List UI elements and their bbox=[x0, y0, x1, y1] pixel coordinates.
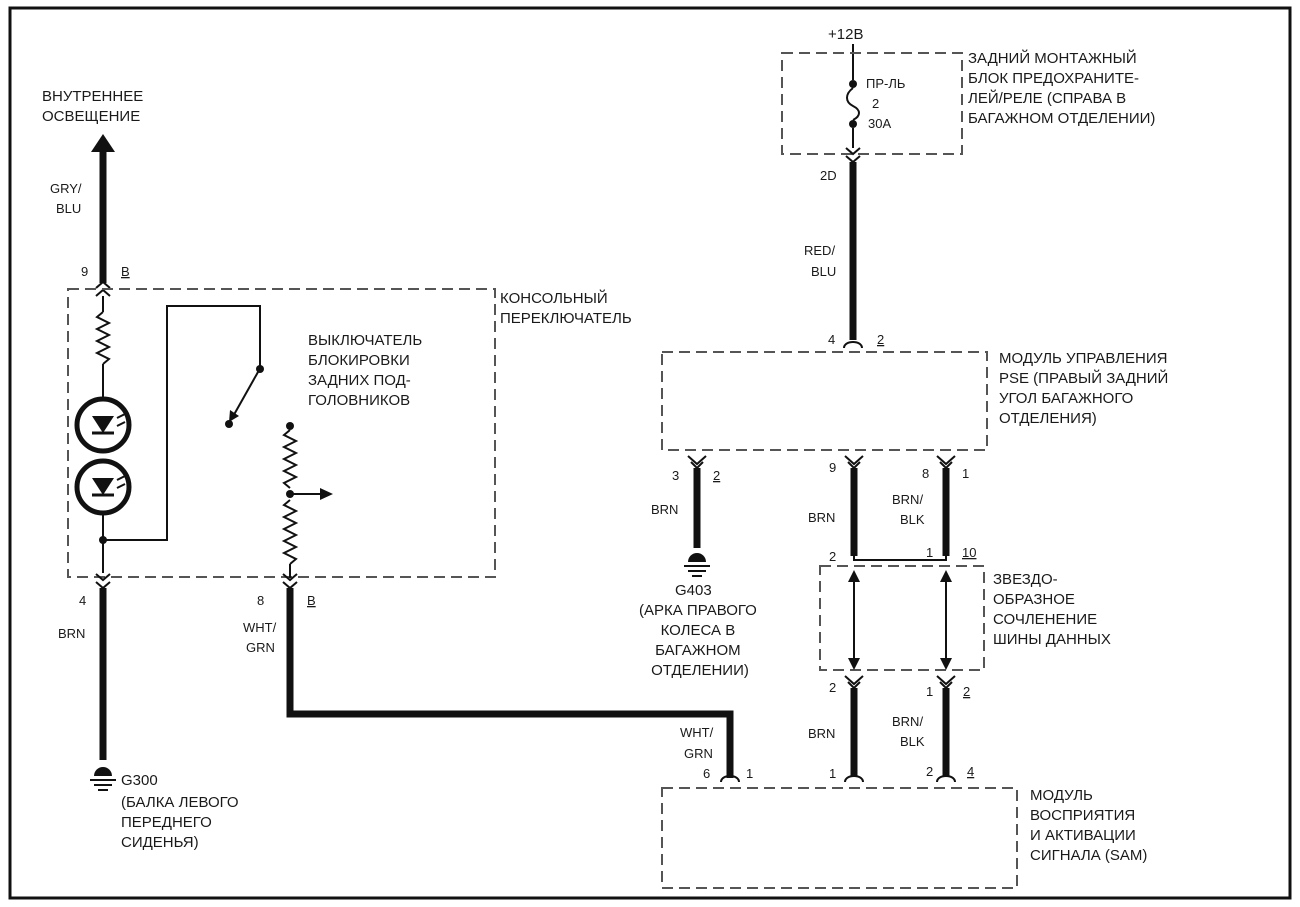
star-pin-2-top: 2 bbox=[829, 549, 836, 564]
fuse-label: ПР-ЛЬ 2 30А bbox=[866, 76, 909, 131]
pse-connector-top bbox=[843, 341, 863, 349]
console-switch-box bbox=[67, 288, 496, 578]
led-icon-2 bbox=[74, 458, 132, 516]
interior-lighting-arrow bbox=[91, 134, 115, 152]
pse-connector-3 bbox=[687, 455, 707, 470]
pse-pin-8: 8 bbox=[922, 466, 929, 481]
pse-module-title: МОДУЛЬ УПРАВЛЕНИЯ PSE (ПРАВЫЙ ЗАДНИЙ УГО… bbox=[999, 350, 1173, 427]
sam-connector-6 bbox=[720, 775, 740, 783]
sam-conn-1: 1 bbox=[746, 766, 753, 781]
pse-conn-2: 2 bbox=[877, 332, 884, 347]
ground-g300-desc: (БАЛКА ЛЕВОГО ПЕРЕДНЕГО СИДЕНЬЯ) bbox=[121, 794, 243, 851]
resistor-symbol-left bbox=[94, 311, 112, 365]
switch-lever-arrow bbox=[229, 410, 239, 422]
pin-8-left: 8 bbox=[257, 593, 264, 608]
fuse-icon bbox=[846, 87, 860, 121]
wire-wht-grn-right-label: WHT/ GRN bbox=[680, 725, 717, 761]
potentiometer-resistor bbox=[281, 429, 299, 565]
ground-g300-label: G300 bbox=[121, 772, 158, 789]
sam-connector-2 bbox=[936, 775, 956, 783]
pse-pin-4: 4 bbox=[828, 332, 835, 347]
wire-brn-bus-top-label: BRN bbox=[808, 510, 835, 525]
star-connector-bottom-left bbox=[844, 675, 864, 690]
console-switch-label: КОНСОЛЬНЫЙ ПЕРЕКЛЮЧАТЕЛЬ bbox=[500, 289, 632, 327]
sam-pin-2: 2 bbox=[926, 764, 933, 779]
wire-brn-ground-label: BRN bbox=[651, 502, 678, 517]
star-pin-2-bottom: 2 bbox=[829, 680, 836, 695]
ground-g403-label: G403 bbox=[675, 582, 712, 599]
supply-label: +12В bbox=[828, 26, 863, 43]
sam-module-title: МОДУЛЬ ВОСПРИЯТИЯ И АКТИВАЦИИ СИГНАЛА (S… bbox=[1030, 787, 1147, 864]
pse-pin-3: 3 bbox=[672, 468, 679, 483]
wire-gry-blu-label: GRY/ BLU bbox=[50, 181, 85, 216]
pse-pin-9: 9 bbox=[829, 460, 836, 475]
star-connector-bottom-right bbox=[936, 675, 956, 690]
fuse-block-box bbox=[781, 52, 963, 155]
pot-wiper-arrow bbox=[320, 488, 333, 500]
sam-module-box bbox=[661, 787, 1018, 889]
star-pin-1-top: 1 bbox=[926, 545, 933, 560]
wire-red-blu-label: RED/ BLU bbox=[804, 243, 839, 279]
pse-connector-9 bbox=[844, 455, 864, 470]
ground-icon-g403 bbox=[684, 553, 710, 577]
sam-connector-1 bbox=[844, 775, 864, 783]
led-icon-1 bbox=[74, 396, 132, 454]
connector-b-bottom: B bbox=[307, 593, 316, 608]
wire-wht-grn-route bbox=[286, 588, 734, 778]
pse-conn-2b: 2 bbox=[713, 468, 720, 483]
star-conn-10: 10 bbox=[962, 545, 976, 560]
pin-9-left: 9 bbox=[81, 264, 88, 279]
fuse-block-title: ЗАДНИЙ МОНТАЖНЫЙ БЛОК ПРЕДОХРАНИТЕ- ЛЕЙ/… bbox=[968, 49, 1155, 127]
ground-icon-g300 bbox=[90, 767, 116, 791]
star-pin-1-bottom: 1 bbox=[926, 684, 933, 699]
switch-contact-top bbox=[256, 365, 264, 373]
star-joint-top-wires bbox=[853, 556, 947, 561]
pse-module-box bbox=[661, 351, 988, 451]
star-conn-2-bottom: 2 bbox=[963, 684, 970, 699]
star-joint-link-right bbox=[940, 570, 952, 670]
pot-contact-top bbox=[286, 422, 294, 430]
wire-brn-blk-top-label: BRN/ BLK bbox=[892, 492, 927, 527]
pse-conn-1: 1 bbox=[962, 466, 969, 481]
wire-wht-grn-left-label: WHT/ GRN bbox=[243, 620, 280, 655]
wire-brn-bus-bottom-label: BRN bbox=[808, 726, 835, 741]
internal-wire-switch-loop bbox=[103, 305, 261, 541]
wire-brn-blk-bottom-label: BRN/ BLK bbox=[892, 714, 927, 749]
star-joint-box bbox=[819, 565, 985, 671]
wire-brn-left-label: BRN bbox=[58, 626, 85, 641]
interior-lighting-label: ВНУТРЕННЕЕ ОСВЕЩЕНИЕ bbox=[42, 88, 147, 125]
fuse-terminal-bottom bbox=[849, 120, 857, 128]
sam-pin-1: 1 bbox=[829, 766, 836, 781]
sam-conn-4: 4 bbox=[967, 764, 974, 779]
sam-pin-6: 6 bbox=[703, 766, 710, 781]
pin-4-left: 4 bbox=[79, 593, 86, 608]
star-joint-link-left bbox=[848, 570, 860, 670]
pse-connector-8 bbox=[936, 455, 956, 470]
pin-2d: 2D bbox=[820, 168, 837, 183]
headrest-switch-label: ВЫКЛЮЧАТЕЛЬ БЛОКИРОВКИ ЗАДНИХ ПОД- ГОЛОВ… bbox=[308, 332, 426, 409]
fuse-terminal-top bbox=[849, 80, 857, 88]
switch-lever bbox=[230, 371, 259, 421]
star-joint-title: ЗВЕЗДО- ОБРАЗНОЕ СОЧЛЕНЕНИЕ ШИНЫ ДАННЫХ bbox=[993, 571, 1111, 648]
ground-g403-desc: (АРКА ПРАВОГО КОЛЕСА В БАГАЖНОМ ОТДЕЛЕНИ… bbox=[639, 602, 761, 679]
diagram-frame bbox=[8, 6, 1292, 900]
switch-contact-bottom bbox=[225, 420, 233, 428]
connector-b-top: B bbox=[121, 264, 130, 279]
